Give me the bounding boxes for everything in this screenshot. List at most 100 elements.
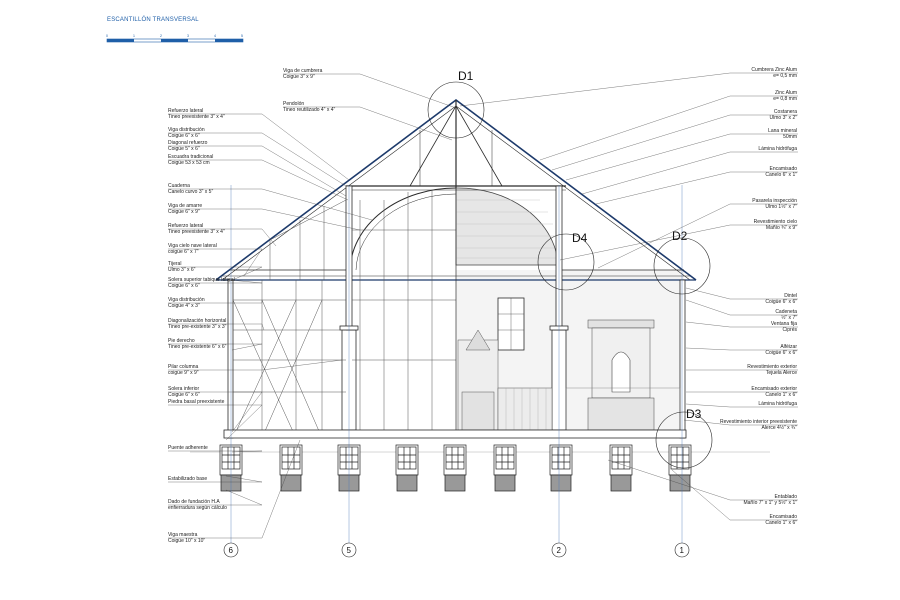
leader-line	[261, 188, 373, 221]
annotation-title: Lámina hidrófuga	[758, 401, 797, 407]
annotation-spec: Canelo 1" x 6"	[765, 520, 797, 526]
detail-marker-d1: D1	[458, 69, 474, 83]
leader-line	[685, 321, 731, 328]
right-annotation: Lámina hidrófuga	[685, 401, 798, 407]
left-annotation: Piedra basal preexistente	[168, 399, 263, 441]
annotation-title: Ventana fija	[771, 321, 797, 327]
leader-line	[685, 287, 731, 300]
annotation-spec: Ulmo 1½" x 7"	[765, 203, 797, 210]
annotation-title: Viga de amarre	[168, 203, 202, 209]
annotation-spec: Coigüe 6" x 6"	[765, 350, 797, 356]
annotation-spec: Coigüe 6" x 6"	[168, 133, 200, 139]
leader-line	[231, 343, 263, 351]
annotation-title: Dado de fundación H.A	[168, 499, 220, 505]
leader-line	[261, 145, 347, 197]
annotation-title: Revestimiento cielo	[754, 219, 798, 225]
annotation-spec: Tineo pre-existente 3" x 3"	[168, 324, 227, 330]
grid-axes: 6 5 2 1	[223, 185, 690, 558]
annotation-spec: Coigüe 5" x 6"	[168, 146, 200, 152]
annotation-spec: Coigüe 53 x 53 cm	[168, 160, 210, 166]
leader-line	[597, 203, 731, 269]
annotation-spec: Tineo reutilizado 4" x 4"	[283, 107, 336, 113]
detail-marker-d3: D3	[686, 407, 702, 421]
annotation-title: Cuaderna	[168, 183, 190, 189]
annotation-title: Diagonalización horizontal	[168, 318, 226, 324]
leader-line	[671, 469, 731, 521]
annotation-title: Viga cielo nave lateral	[168, 243, 217, 249]
annotation-title: Lana mineral	[768, 128, 797, 134]
annotation-title: Viga distribución	[168, 127, 205, 133]
annotation-title: Encamisado	[769, 514, 797, 520]
annotation-spec: Canelo 6" x 1"	[765, 172, 797, 178]
grid-axis-label: 5	[347, 546, 352, 555]
annotation-spec: Coigüe 4" x 3"	[168, 303, 200, 309]
annotation-title: Encamisado	[769, 166, 797, 172]
leader-line	[607, 459, 731, 501]
annotation-spec: e= 0,8 mm	[773, 96, 797, 102]
annotation-spec: enfierradura según cálculo	[168, 505, 227, 511]
annotation-spec: Canelo curvo 3" x 5"	[168, 189, 213, 195]
annotation-spec: Tineo pre-existente 6" x 6"	[168, 344, 227, 350]
leader-line	[261, 113, 350, 181]
leader-line	[243, 248, 263, 277]
annotation-title: Diagonal refuerzo	[168, 140, 208, 146]
scale-tick: 0	[106, 34, 108, 38]
annotation-spec: Tineo preexistente 3" x 4"	[168, 229, 225, 235]
annotation-spec: Coigüe 6" x 6"	[168, 392, 200, 398]
annotation-title: Puente adherente	[168, 445, 208, 451]
leader-line	[539, 95, 731, 161]
leader-line	[261, 359, 343, 371]
annotation-title: Revestimiento interior preexistente	[720, 419, 797, 425]
annotation-title: Alféizar	[780, 344, 797, 350]
leader-line	[261, 208, 361, 231]
annotation-title: Viga maestra	[168, 532, 198, 538]
scale-tick: 2	[160, 34, 162, 38]
leader-line	[595, 171, 731, 205]
left-annotation: Puente adherente	[168, 445, 263, 453]
annotation-title: Cumbrera Zinc Alum	[751, 67, 797, 73]
leader-line	[225, 475, 263, 483]
leader-line	[229, 279, 263, 284]
annotation-title: Refuerzo lateral	[168, 223, 203, 229]
left-annotation: Estabilizado base	[168, 475, 263, 483]
annotation-spec: coigüe 6" x 7"	[168, 249, 199, 255]
annotation-spec: Coigüe 6" x 6"	[168, 283, 200, 289]
leader-line	[261, 132, 347, 187]
annotation-title: Piedra basal preexistente	[168, 399, 225, 405]
annotation-title: Lámina hidrófuga	[758, 146, 797, 152]
leader-line	[359, 106, 453, 141]
annotation-title: Pie derecho	[168, 338, 195, 344]
annotation-title: Pasarela inspección	[752, 198, 797, 204]
leader-line	[683, 419, 731, 426]
annotation-spec: Mañío 7" x 1" y 5½" x 1"	[743, 499, 797, 506]
annotation-spec: 50mm	[783, 134, 797, 140]
grid-axis-label: 6	[229, 546, 234, 555]
leader-line	[225, 404, 263, 441]
grid-axis-label: 2	[557, 546, 562, 555]
scale-bar: 0 1 2 3 4 5	[106, 34, 244, 43]
annotation-spec: Mañío ¾" x 9"	[766, 225, 797, 231]
